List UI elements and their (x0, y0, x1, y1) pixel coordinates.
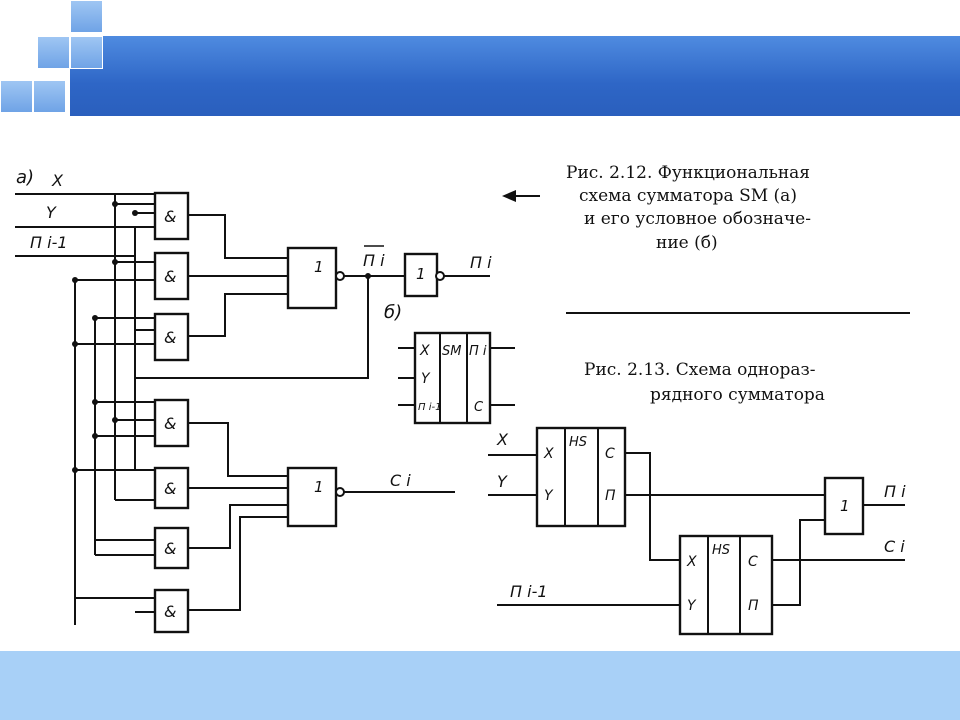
p-out-label: П i (470, 253, 492, 272)
sm-p-in-label: П i-1 (418, 402, 441, 413)
inversion-circle (335, 487, 345, 497)
deco-square (33, 80, 66, 113)
inversion-circle (435, 271, 445, 281)
svg-text:&: & (164, 414, 176, 433)
hs1-y-input: Y (497, 472, 508, 491)
c-out-label: C i (390, 471, 411, 490)
deco-square (0, 80, 33, 113)
hs1-y-label: Y (544, 488, 554, 504)
hs1-x-input: X (496, 430, 509, 449)
or-213-symbol: 1 (840, 497, 850, 515)
arrow-icon (502, 190, 540, 202)
sm-p-out-label: П i (469, 344, 487, 359)
footer-band (0, 651, 960, 720)
input-x-label: X (51, 171, 64, 190)
caption-213-line1: Рис. 2.13. Схема однораз- (584, 360, 815, 380)
caption-212-line1: Рис. 2.12. Функциональная (566, 163, 810, 183)
deco-square (37, 36, 70, 69)
scheme-a-label: а) (16, 167, 34, 188)
or-gate-213 (823, 476, 865, 536)
deco-square (70, 36, 103, 69)
input-wires (15, 193, 155, 625)
svg-text:&: & (164, 267, 176, 286)
header-bar (70, 36, 960, 116)
inversion-circle (335, 271, 345, 281)
hs2-x-label: X (686, 554, 697, 570)
svg-text:&: & (164, 207, 176, 226)
hs2-p-input: П i-1 (510, 582, 548, 601)
or-gate-carry (286, 246, 338, 310)
not-gate (403, 252, 439, 298)
scheme-213-wires (497, 452, 905, 606)
half-adder-1 (535, 426, 627, 528)
sm-title: SM (442, 344, 461, 359)
svg-text:&: & (164, 328, 176, 347)
or-symbol: 1 (314, 478, 324, 496)
not-p-out-label: П i (363, 251, 385, 270)
c-out-213-label: C i (884, 537, 905, 556)
deco-square (70, 0, 103, 33)
sm-x-label: X (419, 343, 430, 359)
not-symbol: 1 (416, 265, 426, 283)
caption-212-line3: и его условное обозначе- (584, 209, 811, 229)
hs2-c-label: C (748, 554, 758, 570)
p-out-213-label: П i (884, 482, 906, 501)
or-gate-sum (286, 466, 338, 528)
hs2-y-label: Y (687, 598, 697, 614)
and-gates (153, 191, 190, 634)
output-wires (134, 275, 490, 493)
sm-c-label: C (474, 400, 484, 415)
and-symbols: & & & & & & & (164, 207, 176, 621)
hs1-title: HS (569, 435, 587, 450)
hs1-p-label: П (605, 488, 616, 504)
junction-dot (365, 273, 371, 279)
caption-213-line2: рядного сумматора (650, 385, 825, 405)
hs2-title: HS (712, 543, 730, 558)
scheme-b-label: б) (384, 302, 402, 323)
junction-dots (72, 201, 138, 473)
hs1-c-label: C (605, 446, 615, 462)
hs2-p-label: П (748, 598, 759, 614)
and-to-or-wires (188, 214, 288, 611)
svg-text:&: & (164, 539, 176, 558)
sm-y-label: Y (421, 371, 431, 387)
input-p-label: П i-1 (30, 233, 68, 252)
hs1-x-label: X (543, 446, 554, 462)
or-symbol: 1 (314, 258, 324, 276)
input-y-label: Y (46, 203, 57, 222)
caption-212-line4: ние (б) (656, 233, 718, 253)
svg-text:&: & (164, 479, 176, 498)
half-adder-2 (678, 534, 774, 636)
svg-text:&: & (164, 602, 176, 621)
sm-block (398, 331, 515, 425)
caption-212-line2: схема сумматора SM (а) (579, 186, 797, 206)
